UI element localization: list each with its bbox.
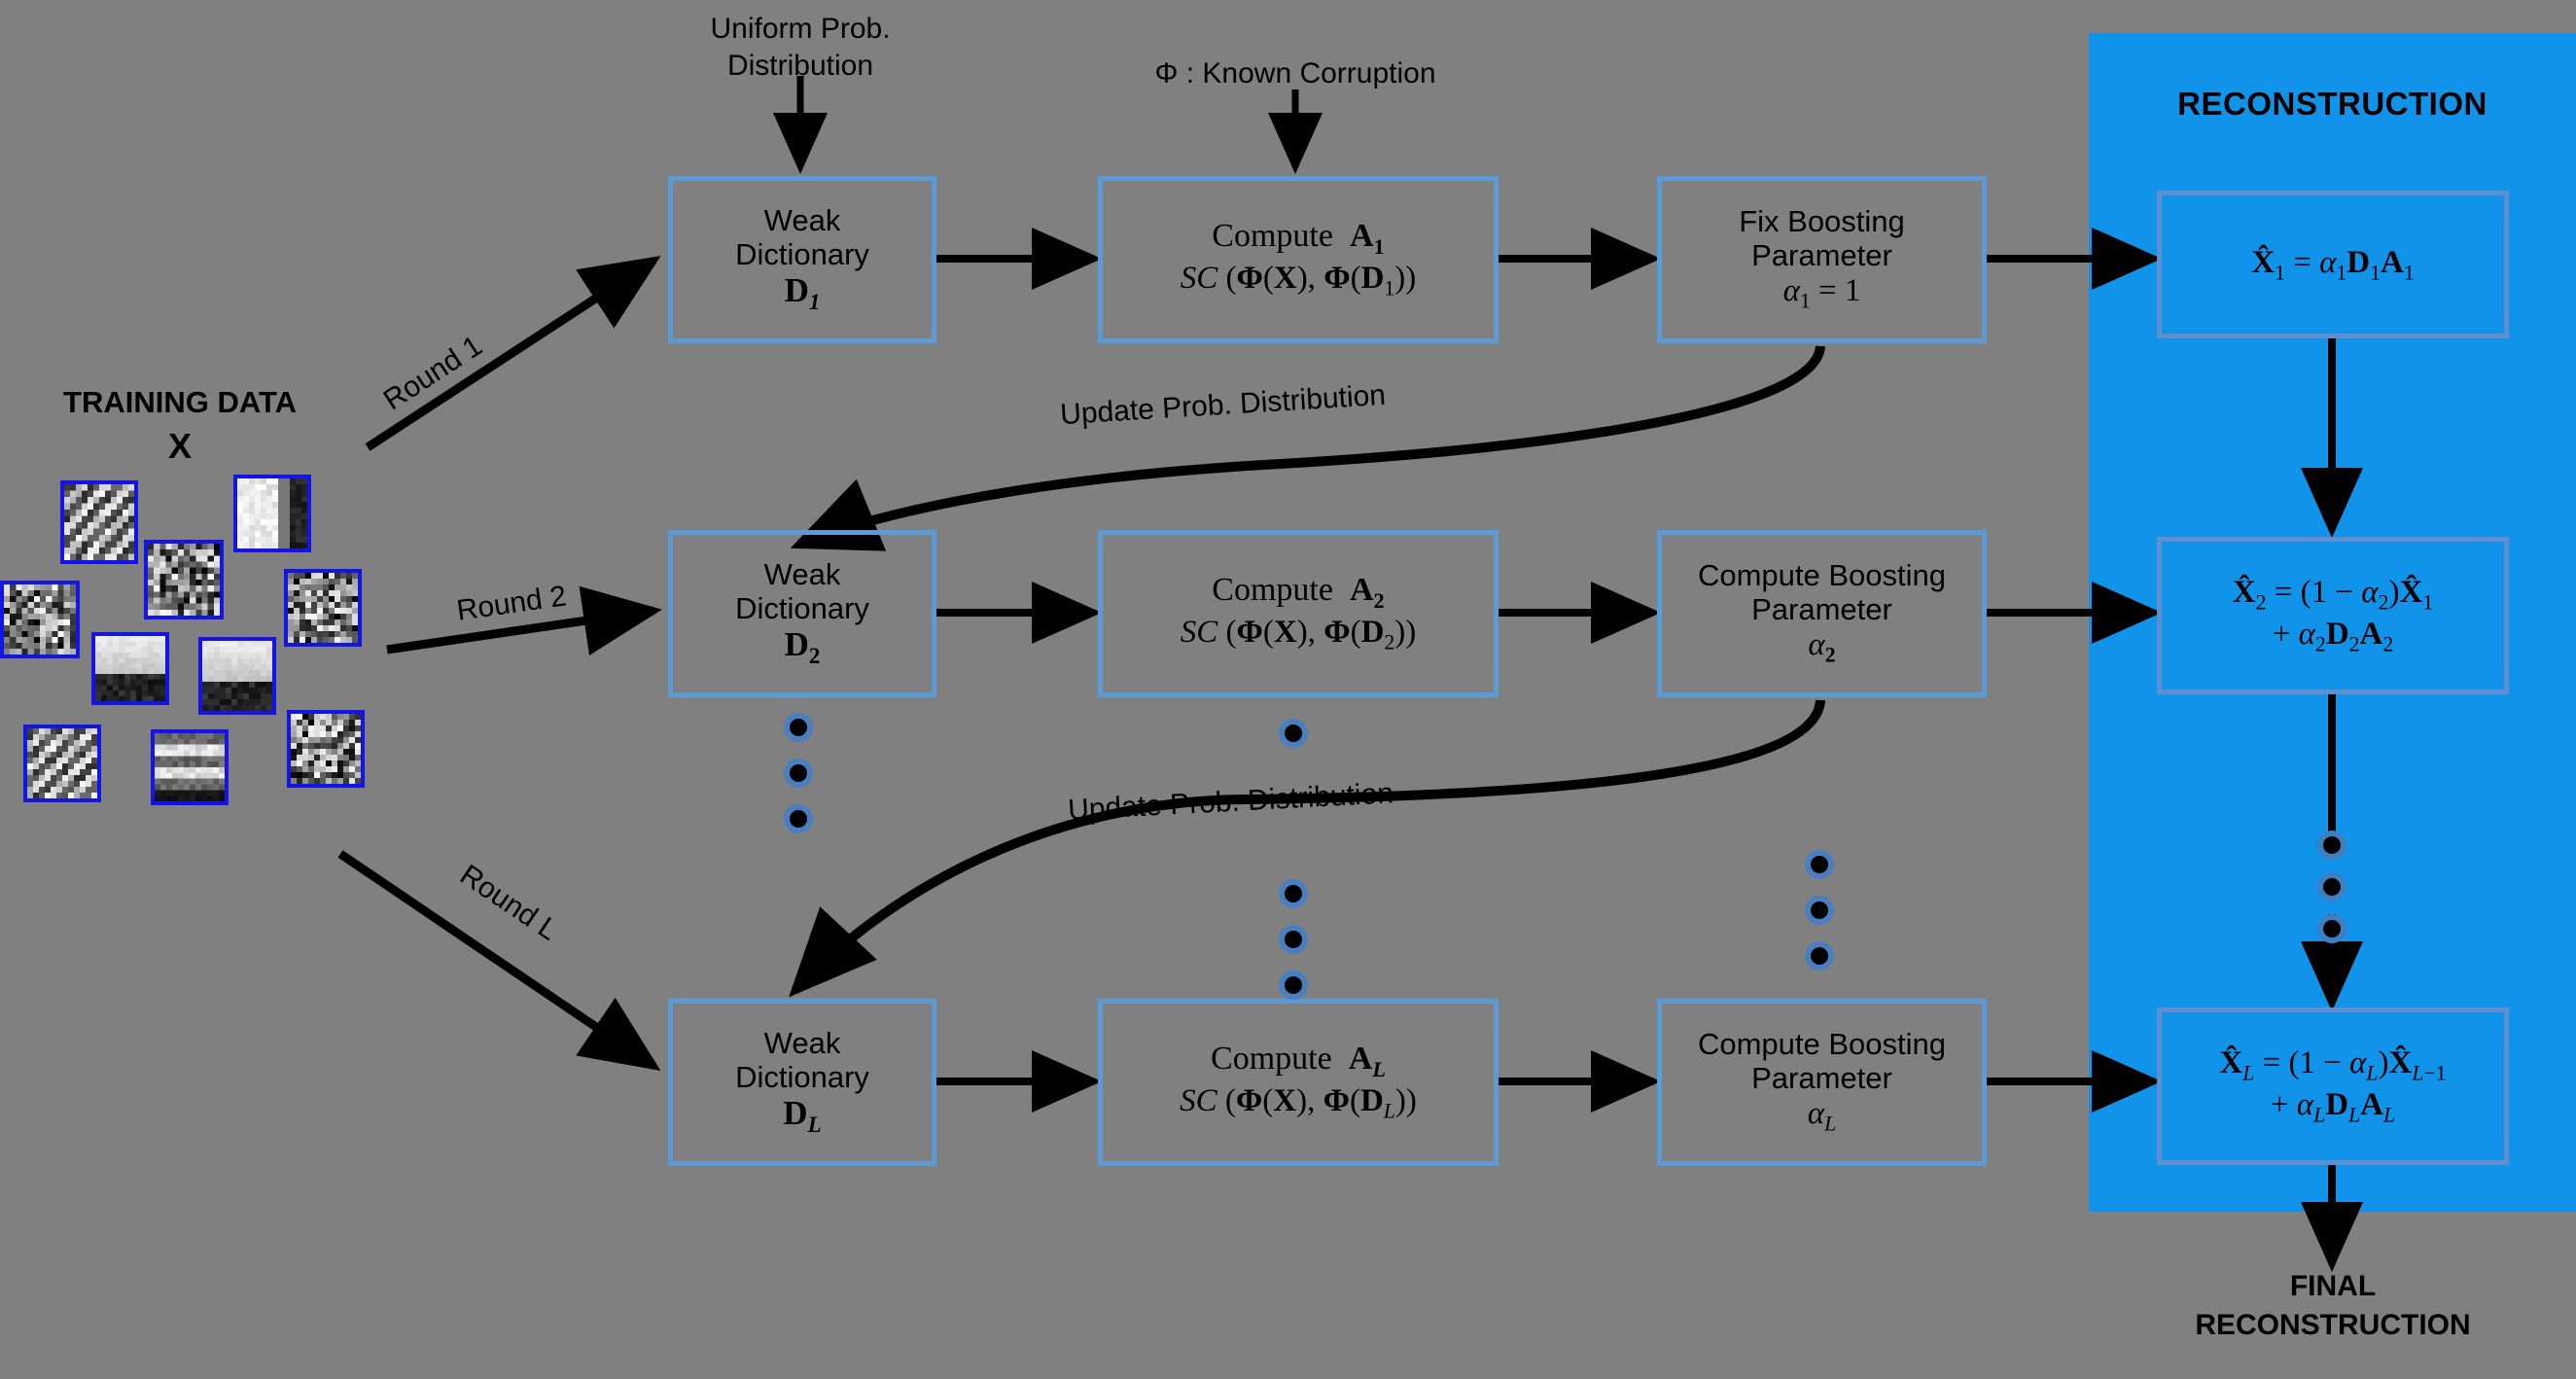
reconstruction-box-3[interactable]: X̂L = (1 − αL)X̂L−1 + αLDLAL [2157, 1008, 2509, 1165]
ellipsis-dot [1285, 725, 1302, 742]
training-data-symbol: X [167, 426, 192, 466]
ellipsis-dot [2323, 836, 2341, 854]
ellipsis-dot [1811, 856, 1828, 873]
boosting-param-box-1[interactable]: Fix Boosting Parameter α1 = 1 [1657, 176, 1987, 343]
reconstruction-box-2[interactable]: X̂2 = (1 − α2)X̂1 + α2D2A2 [2157, 537, 2509, 694]
compute-a-title-2: Compute A2 [1212, 572, 1385, 614]
round-label-2: Round 2 [454, 580, 569, 627]
reconstruction-panel [2089, 33, 2576, 1212]
reconstruction-box-1[interactable]: X̂1 = α1D1A1 [2157, 191, 2509, 338]
weak-dictionary-symbol-2: D2 [784, 625, 821, 669]
compute-a-box-1[interactable]: Compute A1 SC (Φ(X), Φ(D1)) [1098, 176, 1499, 343]
boosting-line1-2: Compute Boosting [1697, 557, 1947, 592]
boosting-line2-3: Parameter [1751, 1060, 1892, 1095]
weak-dictionary-box-3[interactable]: Weak Dictionary DL [668, 999, 936, 1166]
ellipsis-dot [790, 764, 807, 782]
reconstruction-formula-3-l1: X̂L = (1 − αL)X̂L−1 [2219, 1045, 2447, 1085]
weak-dictionary-box-2[interactable]: Weak Dictionary D2 [668, 530, 936, 697]
round-label-1: Round 1 [377, 329, 488, 417]
uniform-prob-label-line2: Distribution [726, 50, 874, 82]
training-patch [60, 480, 138, 564]
boosting-param-box-3[interactable]: Compute Boosting Parameter αL [1657, 999, 1987, 1166]
weak-dictionary-line2-2: Dictionary [735, 590, 869, 625]
compute-a-title-3: Compute AL [1211, 1041, 1386, 1082]
compute-a-title-1: Compute A1 [1212, 218, 1385, 260]
compute-a-formula-2: SC (Φ(X), Φ(D2)) [1180, 615, 1417, 654]
update-prob-label-1: Update Prob. Distribution [1059, 378, 1387, 432]
final-reconstruction-line1: FINAL [2289, 1270, 2377, 1302]
ellipsis-dot [1285, 931, 1302, 948]
compute-a-formula-3: SC (Φ(X), Φ(DL)) [1180, 1083, 1417, 1123]
reconstruction-title: RECONSTRUCTION [2177, 86, 2488, 122]
ellipsis-dot [1285, 885, 1302, 902]
compute-a-box-2[interactable]: Compute A2 SC (Φ(X), Φ(D2)) [1098, 530, 1499, 697]
ellipsis-dot [2323, 920, 2341, 937]
update-prob-label-2: Update Prob. Distribution [1067, 777, 1394, 827]
reconstruction-formula-1: X̂1 = α1D1A1 [2251, 244, 2415, 285]
ellipsis-dot [1811, 902, 1828, 919]
boosting-line1-3: Compute Boosting [1697, 1026, 1947, 1061]
weak-dictionary-symbol-3: DL [783, 1094, 822, 1138]
weak-dictionary-symbol-1: D1 [784, 271, 821, 315]
training-patch [287, 710, 365, 788]
boosting-formula-1: α1 = 1 [1782, 273, 1861, 313]
reconstruction-formula-2-l2: + α2D2A2 [2272, 617, 2394, 656]
reconstruction-formula-2-l1: X̂2 = (1 − α2)X̂1 [2232, 575, 2434, 615]
training-patch [0, 581, 80, 658]
uniform-prob-label-line1: Uniform Prob. [710, 13, 891, 45]
boosting-formula-3: αL [1807, 1096, 1837, 1136]
weak-dictionary-line1-2: Weak [763, 556, 841, 591]
known-corruption-label: Φ : Known Corruption [1154, 57, 1436, 89]
final-reconstruction-line2: RECONSTRUCTION [2195, 1309, 2471, 1341]
ellipsis-dot [790, 719, 807, 736]
boosting-param-box-2[interactable]: Compute Boosting Parameter α2 [1657, 530, 1987, 697]
ellipsis-dot [790, 810, 807, 828]
boosting-line2-2: Parameter [1751, 591, 1892, 626]
boosting-formula-2: α2 [1808, 627, 1836, 667]
weak-dictionary-box-1[interactable]: Weak Dictionary D1 [668, 176, 936, 343]
training-patch [144, 540, 224, 619]
training-patch [91, 632, 169, 705]
ellipsis-dot [1811, 947, 1828, 965]
ellipsis-dot [2323, 878, 2341, 896]
training-patch [284, 569, 362, 647]
reconstruction-formula-3-l2: + αLDLAL [2270, 1087, 2396, 1127]
weak-dictionary-line1: Weak [763, 202, 841, 237]
training-patch [151, 729, 229, 805]
boosting-line1-1: Fix Boosting [1739, 203, 1905, 238]
compute-a-box-3[interactable]: Compute AL SC (Φ(X), Φ(DL)) [1098, 999, 1499, 1166]
training-patch [233, 475, 311, 552]
boosting-line2-1: Parameter [1751, 237, 1892, 272]
training-patch [23, 725, 101, 802]
weak-dictionary-line2-3: Dictionary [735, 1059, 869, 1094]
training-data-title: TRAINING DATA [63, 385, 297, 419]
weak-dictionary-line2: Dictionary [735, 236, 869, 271]
ellipsis-dot [1285, 976, 1302, 994]
weak-dictionary-line1-3: Weak [763, 1025, 841, 1060]
training-patch [198, 637, 276, 715]
round-label-3: Round L [454, 858, 564, 947]
compute-a-formula-1: SC (Φ(X), Φ(D1)) [1180, 261, 1417, 301]
